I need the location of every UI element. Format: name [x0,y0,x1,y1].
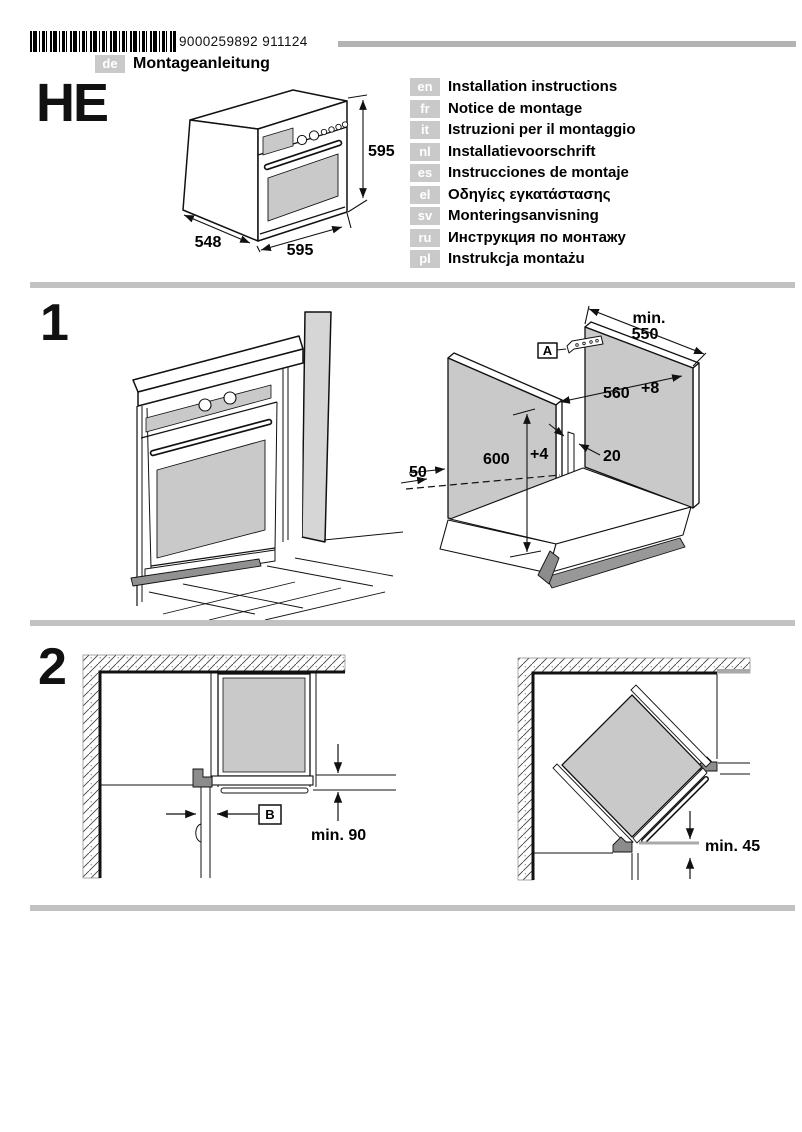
section-divider [30,620,795,626]
model-name: HE [36,73,109,133]
floor-tiles [148,557,394,620]
dimension-lines [166,744,343,821]
callout-b-box [258,804,282,825]
oven-door-front [632,767,708,844]
header-rule [338,41,796,47]
language-row: ru Инструкция по монтажу [410,228,626,247]
dim-min-depth-word: min. [633,310,666,327]
language-code-badge: fr [410,99,440,118]
language-code-badge: ru [410,228,440,247]
language-row: it Istruzioni per il montaggio [410,121,636,139]
dim-niche-height-tolerance: +4 [530,446,548,463]
language-label: Montageanleitung [133,55,270,72]
section-divider [30,905,795,911]
oven-knob [223,391,237,405]
oven-isometric-drawing: 595 548 595 [182,89,395,259]
dim-min-depth-value: 550 [632,326,659,343]
corner-bracket [192,768,213,788]
language-code-badge: pl [410,250,440,268]
language-row: sv Monteringsanvisning [410,207,599,225]
language-label: Οδηγίες εγκατάστασης [448,185,611,203]
language-label: Instrucciones de montaje [448,164,629,181]
language-code-badge: en [410,78,440,96]
dim-niche-height: 600 [483,451,510,468]
oven-door-glass [156,439,266,559]
dim-min-90: min. 90 [311,827,366,844]
dim-oven-width: 595 [287,242,314,259]
oven-display [262,127,294,156]
language-label: Installatievoorschrift [448,142,596,160]
step1-installed-oven-drawing [130,311,404,620]
language-label: Installation instructions [448,78,618,95]
step2-plan-corner-drawing: min. 45 [517,657,760,881]
callout-a-label: A [543,343,553,358]
barcode [30,31,176,52]
language-label: Notice de montage [448,99,583,117]
plinth-strip [545,537,686,589]
oven-door-front [211,775,314,786]
dim-niche-width: 560 [603,385,630,402]
dim-oven-height: 595 [368,143,395,160]
oven-knob [198,398,212,412]
language-row: es Instrucciones de montaje [410,164,629,182]
language-row: nl Installatievoorschrift [410,142,596,161]
language-label: Instrukcja montażu [448,250,585,267]
language-code-badge: nl [410,142,440,161]
oven-door-glass [267,153,339,222]
language-row: pl Instrukcja montażu [410,250,585,268]
language-code-badge: de [95,55,125,73]
door-handle-notch [195,823,202,843]
language-row: el Οδηγίες εγκατάστασης [410,185,611,204]
dimension-lines [183,94,368,253]
dim-oven-depth: 548 [195,234,222,251]
oven-plan-rotated [561,694,703,838]
section-divider [30,282,795,288]
callout-b-label: B [265,807,274,822]
oven-knobs [296,130,320,146]
language-label: Инструкция по монтажу [448,228,626,246]
step2-number: 2 [38,638,67,696]
step2-plan-straight-drawing: B min. 90 [82,654,396,879]
language-code-badge: it [410,121,440,139]
dim-rail-width: 20 [603,448,621,465]
language-code-badge: el [410,185,440,204]
dim-min-45: min. 45 [705,838,760,855]
oven-buttons [320,121,349,136]
wall [301,311,332,543]
primary-language-row: de Montageanleitung [95,55,270,73]
niche-right-panel [584,326,694,509]
language-label: Monteringsanvisning [448,207,599,224]
language-row: en Installation instructions [410,78,617,96]
dim-niche-width-tolerance: +8 [641,380,659,397]
language-code-badge: es [410,164,440,182]
step1-number: 1 [40,294,69,352]
language-label: Istruzioni per il montaggio [448,121,636,138]
corner-bracket [612,836,633,853]
plinth [130,558,262,587]
callout-a-box [537,342,558,359]
language-code-badge: sv [410,207,440,225]
dimension-lines [400,305,707,558]
dim-setback: 50 [409,464,427,481]
step1-niche-drawing: A min. 550 560 +8 600 +4 20 50 [400,305,707,589]
oven-handle [220,787,309,794]
language-row: fr Notice de montage [410,99,583,118]
barcode-number: 9000259892 911124 [179,34,308,49]
